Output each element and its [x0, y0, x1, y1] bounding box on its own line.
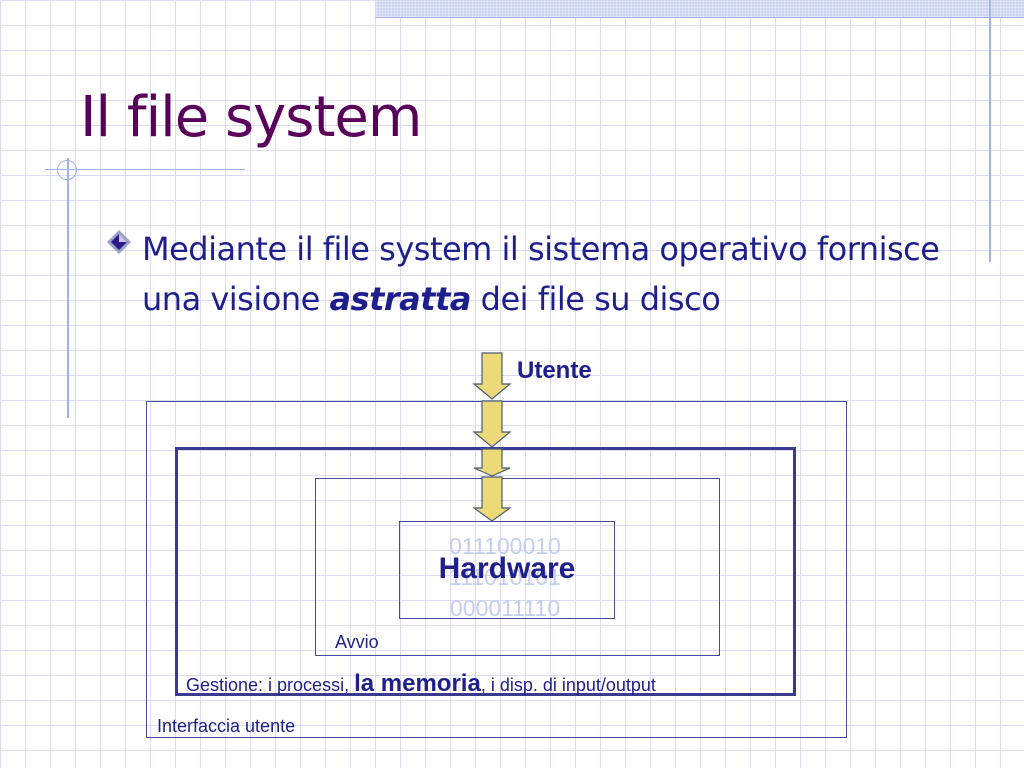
- down-arrow-icon: [473, 448, 511, 477]
- title-underline: [45, 169, 245, 170]
- management-label: Gestione: i processi, la memoria, i disp…: [186, 670, 656, 698]
- header-decoration-band: [375, 0, 1024, 17]
- down-arrow-icon: [472, 352, 512, 400]
- top-horizontal-rule: [375, 17, 1024, 18]
- hardware-box: [399, 521, 615, 619]
- management-prefix: Gestione: i processi,: [186, 675, 355, 695]
- hardware-label: Hardware: [438, 552, 576, 585]
- down-arrow-icon: [472, 400, 512, 448]
- binary-background: 011100010 111010101 000011110: [405, 531, 605, 624]
- binary-line: 000011110: [449, 595, 560, 621]
- down-arrow-icon: [472, 476, 512, 522]
- management-highlight: la memoria: [354, 670, 481, 697]
- binary-line: 011100010: [449, 533, 561, 559]
- layer-boot-box: [315, 478, 720, 656]
- bullet-text: Mediante il file system il sistema opera…: [142, 224, 1002, 324]
- left-vertical-rule: [67, 158, 69, 418]
- boot-label: Avvio: [335, 632, 379, 652]
- bullet-text-before: Mediante il file system il sistema opera…: [142, 230, 940, 318]
- decorative-circle: [57, 160, 77, 180]
- management-suffix: , i disp. di input/output: [480, 675, 656, 695]
- arrow-stack: [472, 352, 512, 522]
- diamond-bullet-icon: [107, 230, 131, 254]
- user-label: Utente: [517, 357, 592, 384]
- right-vertical-rule: [989, 0, 991, 262]
- slide-title: Il file system: [80, 85, 422, 150]
- interface-label: Interfaccia utente: [157, 716, 296, 736]
- bullet-emphasis: astratta: [329, 280, 471, 318]
- binary-line: 111010101: [449, 564, 561, 590]
- bullet-text-after: dei file su disco: [470, 280, 721, 318]
